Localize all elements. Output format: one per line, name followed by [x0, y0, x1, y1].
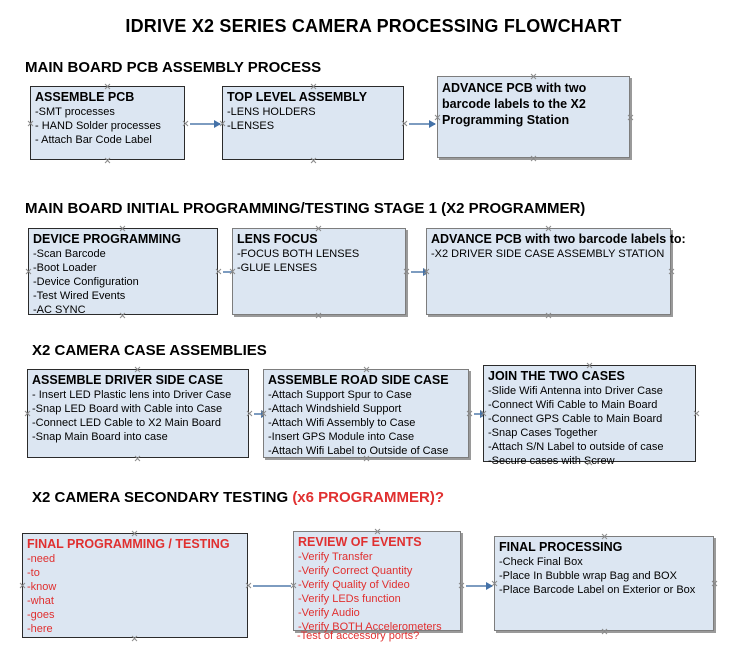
process-box-review-of-events[interactable]: REVIEW OF EVENTS -Verify Transfer -Verif… — [293, 531, 461, 634]
box-line-list: -X2 DRIVER SIDE CASE ASSEMBLY STATION — [431, 247, 666, 261]
box-line-overflow: -Test of accessory ports? — [297, 630, 420, 642]
box-line: -Connect GPS Cable to Main Board — [488, 413, 663, 425]
box-line: -Snap Cases Together — [488, 427, 598, 439]
page-title: IDRIVE X2 SERIES CAMERA PROCESSING FLOWC… — [125, 16, 622, 36]
box-line: -Boot Loader — [33, 262, 97, 274]
box-line: -Connect LED Cable to X2 Main Board — [32, 417, 221, 429]
arrow-head-icon — [214, 120, 221, 128]
box-line-list: -Slide Wifi Antenna into Driver Case -Co… — [488, 384, 691, 468]
process-box-final-processing[interactable]: FINAL PROCESSING -Check Final Box -Place… — [494, 536, 714, 631]
section-heading-x2-camera-case-assemblies: X2 CAMERA CASE ASSEMBLIES — [32, 342, 267, 359]
box-title: FINAL PROGRAMMING / TESTING — [27, 537, 230, 551]
box-line: - Insert LED Plastic lens into Driver Ca… — [32, 389, 232, 401]
box-line: -FOCUS BOTH LENSES — [237, 248, 360, 260]
box-line: -Snap Main Board into case — [32, 431, 168, 443]
process-box-device-programming[interactable]: DEVICE PROGRAMMING -Scan Barcode -Boot L… — [28, 228, 218, 317]
process-box-assemble-pcb[interactable]: ASSEMBLE PCB -SMT processes - HAND Solde… — [30, 86, 185, 160]
box-line-list: -Scan Barcode -Boot Loader -Device Confi… — [33, 247, 213, 317]
process-box-final-programming-testing[interactable]: FINAL PROGRAMMING / TESTING -need -to -k… — [22, 533, 248, 638]
box-title: ASSEMBLE DRIVER SIDE CASE — [32, 373, 224, 387]
box-line: -Verify BOTH Accelerometers — [298, 621, 442, 633]
box-title: FINAL PROCESSING — [499, 540, 623, 554]
box-title: TOP LEVEL ASSEMBLY — [227, 90, 368, 104]
box-line: -SMT processes — [35, 106, 115, 118]
process-box-advance-pcb-to-programming-station[interactable]: ADVANCE PCB with two barcode labels to t… — [437, 76, 630, 158]
box-line: -Attach Windshield Support — [268, 403, 402, 415]
connector-review-of-events-to-final-processing — [466, 582, 493, 590]
box-line: -Place Barcode Label on Exterior or Box — [499, 584, 696, 596]
box-line: -LENSES — [227, 120, 275, 132]
box-line: -need — [27, 553, 56, 565]
box-line-list: -Check Final Box -Place In Bubble wrap B… — [499, 555, 709, 597]
arrow-head-icon — [429, 120, 436, 128]
box-title: ASSEMBLE PCB — [35, 90, 135, 104]
process-box-advance-pcb-to-driver-side-case[interactable]: ADVANCE PCB with two barcode labels to: … — [426, 228, 686, 315]
box-line-list: - Insert LED Plastic lens into Driver Ca… — [32, 388, 244, 444]
box-line: -know — [27, 581, 57, 593]
process-box-top-level-assembly[interactable]: TOP LEVEL ASSEMBLY -LENS HOLDERS -LENSES — [222, 86, 404, 160]
box-line: - Attach Bar Code Label — [35, 134, 152, 146]
box-line-list: -SMT processes - HAND Solder processes -… — [35, 105, 180, 147]
section-heading-main-board-initial-programming: MAIN BOARD INITIAL PROGRAMMING/TESTING S… — [25, 200, 585, 217]
section-heading-text: X2 CAMERA CASE ASSEMBLIES — [32, 342, 267, 359]
box-line-list: -Verify Transfer -Verify Correct Quantit… — [298, 550, 456, 634]
box-line: -Check Final Box — [499, 556, 583, 568]
connector-assemble-pcb-to-top-level-assembly — [190, 120, 221, 128]
box-line: -to — [27, 567, 40, 579]
box-line: -Connect Wifi Cable to Main Board — [488, 399, 658, 411]
box-line: -Verify Quality of Video — [298, 579, 410, 591]
box-title: ADVANCE PCB with two barcode labels to t… — [442, 81, 587, 127]
box-title: ASSEMBLE ROAD SIDE CASE — [268, 373, 449, 387]
section-heading-text: X2 CAMERA SECONDARY TESTING — [32, 489, 293, 506]
box-line: -goes — [27, 609, 55, 621]
box-line: -Verify Transfer — [298, 551, 373, 563]
box-line: -Attach Wifi Assembly to Case — [268, 417, 416, 429]
box-line: -Verify LEDs function — [298, 593, 401, 605]
box-title: JOIN THE TWO CASES — [488, 369, 625, 383]
box-line: -Attach S/N Label to outside of case — [488, 441, 664, 453]
box-line: -Attach Support Spur to Case — [268, 389, 412, 401]
box-line-list: -Attach Support Spur to Case -Attach Win… — [268, 388, 464, 458]
box-line: -AC SYNC — [33, 304, 86, 316]
box-line: -Snap LED Board with Cable into Case — [32, 403, 223, 415]
box-line: -LENS HOLDERS — [227, 106, 316, 118]
section-heading-main-board-pcb-assembly: MAIN BOARD PCB ASSEMBLY PROCESS — [25, 59, 321, 76]
box-line: -X2 DRIVER SIDE CASE ASSEMBLY STATION — [431, 248, 665, 260]
box-line: -Verify Correct Quantity — [298, 565, 413, 577]
box-line: - HAND Solder processes — [35, 120, 161, 132]
box-line: -Slide Wifi Antenna into Driver Case — [488, 385, 663, 397]
box-line: -here — [27, 623, 53, 635]
box-title: ADVANCE PCB with two barcode labels to: — [431, 232, 686, 246]
box-line-list: -need -to -know -what -goes -here — [27, 552, 243, 636]
box-line: -Device Configuration — [33, 276, 139, 288]
process-box-assemble-road-side-case[interactable]: ASSEMBLE ROAD SIDE CASE -Attach Support … — [263, 369, 469, 458]
section-heading-x2-camera-secondary-testing: X2 CAMERA SECONDARY TESTING (x6 PROGRAMM… — [32, 489, 444, 506]
box-line: -Place In Bubble wrap Bag and BOX — [499, 570, 677, 582]
box-line: -Verify Audio — [298, 607, 360, 619]
process-box-assemble-driver-side-case[interactable]: ASSEMBLE DRIVER SIDE CASE - Insert LED P… — [27, 369, 249, 458]
box-line: -Insert GPS Module into Case — [268, 431, 415, 443]
box-line-list: -FOCUS BOTH LENSES -GLUE LENSES — [237, 247, 401, 275]
arrow-head-icon — [486, 582, 493, 590]
box-title: DEVICE PROGRAMMING — [33, 232, 181, 246]
connector-final-programming-to-review-of-events — [253, 585, 291, 587]
connector-top-level-assembly-to-advance-pcb — [409, 120, 436, 128]
process-box-join-the-two-cases[interactable]: JOIN THE TWO CASES -Slide Wifi Antenna i… — [483, 365, 696, 467]
section-heading-accent: (x6 PROGRAMMER)? — [292, 489, 444, 506]
box-line: -Test Wired Events — [33, 290, 126, 302]
section-heading-text: MAIN BOARD PCB ASSEMBLY PROCESS — [25, 59, 322, 76]
box-line: -Secure cases with Screw — [488, 455, 615, 467]
box-line: -Scan Barcode — [33, 248, 106, 260]
process-box-lens-focus[interactable]: LENS FOCUS -FOCUS BOTH LENSES -GLUE LENS… — [232, 228, 406, 315]
section-heading-text: MAIN BOARD INITIAL PROGRAMMING/TESTING S… — [25, 200, 586, 217]
box-line: -what — [27, 595, 54, 607]
box-title: REVIEW OF EVENTS — [298, 535, 422, 549]
box-line: -Attach Wifi Label to Outside of Case — [268, 445, 449, 457]
box-line-list: -LENS HOLDERS -LENSES — [227, 105, 399, 133]
box-line: -GLUE LENSES — [237, 262, 318, 274]
box-title: LENS FOCUS — [237, 232, 318, 246]
